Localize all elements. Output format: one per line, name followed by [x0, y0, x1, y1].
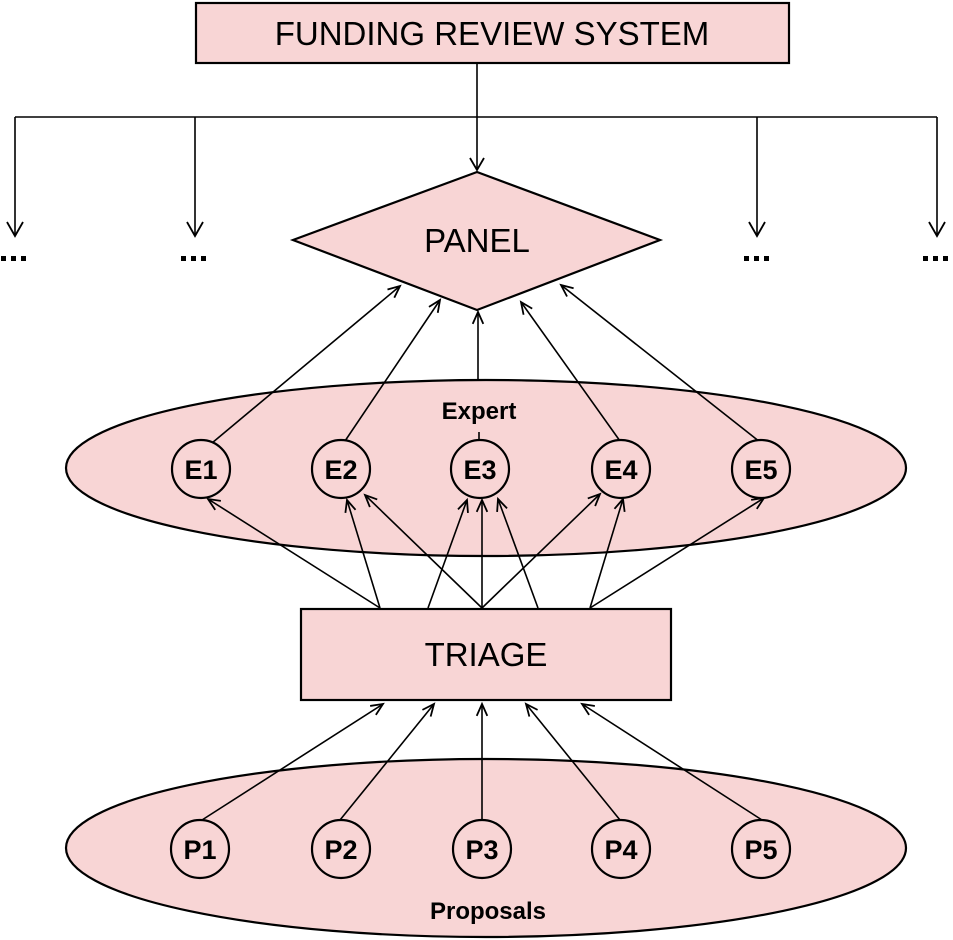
proposal-to-triage-edges	[201, 703, 763, 821]
edge-triage-e2b	[364, 494, 483, 609]
edge-triage-e1	[207, 498, 381, 609]
continuation-marker-2	[181, 256, 206, 261]
expert-node-label: E1	[184, 455, 217, 485]
expert-to-panel-edges	[211, 284, 761, 444]
expert-node-e3: E3	[449, 438, 511, 500]
edge-triage-e3c	[497, 498, 539, 609]
proposal-node-label: P1	[183, 835, 216, 865]
arrowhead-icon	[471, 309, 485, 325]
arrowhead-icon	[580, 702, 595, 716]
edge-triage-e5	[589, 497, 765, 609]
triage-to-expert-edges	[207, 493, 765, 609]
proposal-node-p4: P4	[590, 818, 652, 880]
arrowhead-icon	[344, 497, 357, 514]
arrowhead-icon	[748, 221, 766, 238]
arrowhead-icon	[475, 497, 489, 513]
arrowhead-icon	[928, 221, 946, 238]
distribution-connectors	[6, 63, 946, 238]
edge-triage-e4b	[589, 498, 624, 609]
expert-node-e2: E2	[310, 438, 372, 500]
proposal-node-label: P3	[465, 835, 498, 865]
expert-node-label: E4	[604, 455, 637, 485]
proposal-node-label: P5	[744, 835, 777, 865]
triage-label: TRIAGE	[425, 636, 548, 673]
arrowhead-icon	[587, 492, 602, 507]
arrowhead-icon	[559, 283, 574, 297]
arrowhead-icon	[387, 284, 402, 299]
arrowhead-icon	[363, 493, 378, 508]
arrowhead-icon	[206, 497, 221, 511]
title-box	[194, 1, 791, 65]
arrowhead-icon	[370, 702, 385, 716]
edge-triage-e3a	[427, 499, 468, 609]
panel-label: PANEL	[424, 222, 530, 259]
arrowhead-icon	[496, 496, 508, 513]
arrowhead-icon	[422, 702, 436, 717]
proposal-node-p2: P2	[310, 818, 372, 880]
proposal-node-p5: P5	[730, 818, 792, 880]
proposal-node-label: P2	[324, 835, 357, 865]
arrowhead-icon	[428, 298, 442, 313]
arrowhead-icon	[519, 300, 533, 315]
expert-group-label: Expert	[442, 398, 517, 425]
edge-p5-triage	[581, 703, 763, 821]
title-label: FUNDING REVIEW SYSTEM	[275, 15, 710, 52]
edge-triage-e4a	[481, 493, 601, 609]
expert-node-e4: E4	[590, 438, 652, 500]
arrowhead-icon	[524, 702, 538, 717]
edge-triage-e2a	[346, 499, 381, 609]
edge-e2-panel	[344, 299, 441, 442]
expert-node-e5: E5	[730, 438, 792, 500]
panel-diamond	[289, 170, 664, 312]
proposal-node-p1: P1	[169, 818, 231, 880]
proposal-node-label: P4	[604, 835, 637, 865]
arrowhead-icon	[469, 157, 485, 172]
arrowhead-icon	[186, 221, 204, 238]
edge-p2-triage	[339, 703, 435, 821]
expert-node-e1: E1	[170, 438, 232, 500]
expert-node-label: E2	[324, 455, 357, 485]
triage-box	[299, 607, 673, 702]
proposal-node-p3: P3	[451, 818, 513, 880]
continuation-marker-1	[1, 256, 26, 261]
arrowhead-icon	[6, 221, 24, 238]
edge-e4-panel	[520, 301, 621, 442]
arrowhead-icon	[457, 497, 469, 514]
edge-p1-triage	[201, 703, 384, 821]
expert-node-label: E3	[463, 455, 496, 485]
proposals-group-label: Proposals	[430, 898, 546, 925]
continuation-marker-3	[744, 256, 769, 261]
arrowhead-icon	[475, 701, 489, 717]
continuation-marker-4	[923, 256, 948, 261]
expert-node-label: E5	[744, 455, 777, 485]
edge-e5-panel	[560, 284, 761, 443]
edge-e1-panel	[211, 285, 401, 444]
edge-p4-triage	[525, 703, 621, 821]
